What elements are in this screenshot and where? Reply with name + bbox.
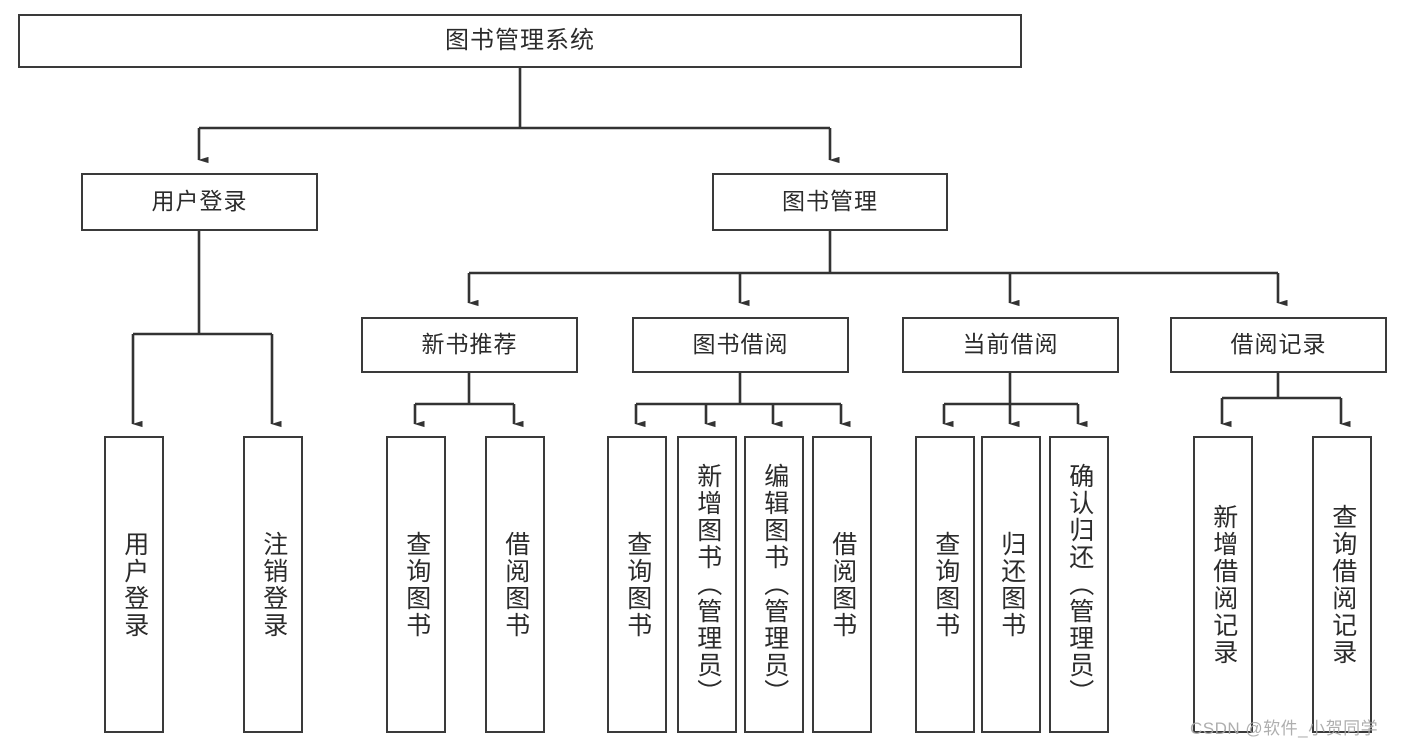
- node-borrow-record[interactable]: 借阅记录: [1170, 317, 1387, 373]
- node-label: 注销登录: [259, 530, 288, 639]
- node-label: 确认归还（管理员）: [1065, 463, 1094, 706]
- node-label: 借阅图书: [501, 530, 530, 639]
- node-new-book-recommend[interactable]: 新书推荐: [361, 317, 578, 373]
- node-leaf-logout-login[interactable]: 注销登录: [243, 436, 303, 733]
- node-label: 图书借阅: [692, 331, 789, 358]
- node-leaf-add-borrow-record[interactable]: 新增借阅记录: [1193, 436, 1253, 733]
- node-leaf-confirm-return-admin[interactable]: 确认归还（管理员）: [1049, 436, 1109, 733]
- node-label: 新书推荐: [421, 331, 518, 358]
- node-label: 查询图书: [402, 530, 431, 639]
- node-label: 用户登录: [120, 530, 149, 639]
- node-leaf-borrow-book-1[interactable]: 借阅图书: [485, 436, 545, 733]
- node-label: 编辑图书（管理员）: [760, 463, 789, 706]
- node-leaf-borrow-book-2[interactable]: 借阅图书: [812, 436, 872, 733]
- node-leaf-query-book-2[interactable]: 查询图书: [607, 436, 667, 733]
- node-label: 图书管理系统: [445, 26, 595, 54]
- node-leaf-query-book-1[interactable]: 查询图书: [386, 436, 446, 733]
- node-leaf-query-borrow-record[interactable]: 查询借阅记录: [1312, 436, 1372, 733]
- node-root-book-management-system[interactable]: 图书管理系统: [18, 14, 1022, 68]
- node-leaf-query-book-3[interactable]: 查询图书: [915, 436, 975, 733]
- node-label: 当前借阅: [962, 331, 1059, 358]
- node-label: 查询借阅记录: [1328, 503, 1357, 666]
- node-leaf-return-book[interactable]: 归还图书: [981, 436, 1041, 733]
- node-label: 查询图书: [931, 530, 960, 639]
- node-leaf-edit-book-admin[interactable]: 编辑图书（管理员）: [744, 436, 804, 733]
- node-label: 图书管理: [782, 188, 878, 215]
- node-user-login[interactable]: 用户登录: [81, 173, 318, 231]
- node-label: 查询图书: [623, 530, 652, 639]
- node-label: 借阅图书: [828, 530, 857, 639]
- node-book-management[interactable]: 图书管理: [712, 173, 948, 231]
- node-leaf-user-login[interactable]: 用户登录: [104, 436, 164, 733]
- node-leaf-add-book-admin[interactable]: 新增图书（管理员）: [677, 436, 737, 733]
- node-label: 归还图书: [997, 530, 1026, 639]
- csdn-watermark: CSDN @软件_小贺同学: [1190, 719, 1379, 738]
- node-book-borrow[interactable]: 图书借阅: [632, 317, 849, 373]
- node-label: 新增借阅记录: [1209, 503, 1238, 666]
- node-label: 用户登录: [151, 188, 248, 215]
- node-label: 新增图书（管理员）: [693, 463, 722, 706]
- node-label: 借阅记录: [1230, 331, 1327, 358]
- node-current-borrow[interactable]: 当前借阅: [902, 317, 1119, 373]
